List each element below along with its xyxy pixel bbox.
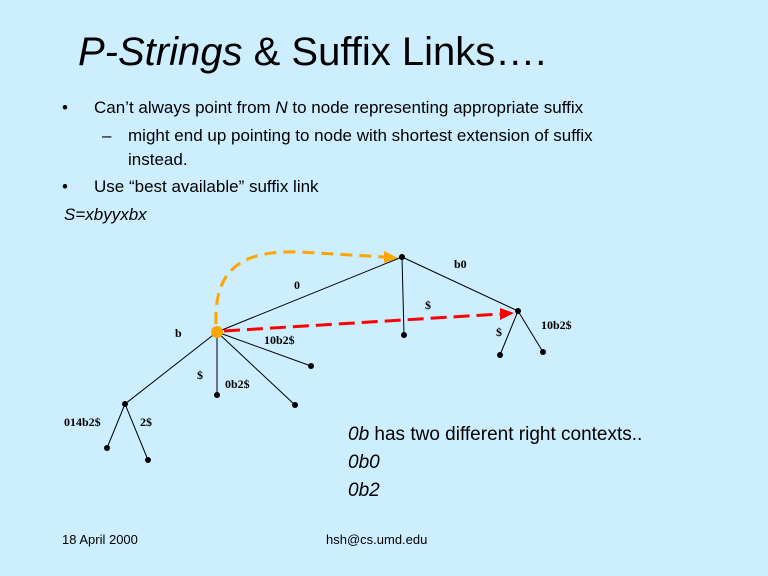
edge-label: 10b2$ [264, 333, 295, 347]
edge-label: $ [197, 368, 203, 382]
edge-label: b [175, 326, 182, 340]
slide-title: P-Strings & Suffix Links…. [78, 30, 546, 75]
edge-label: 2$ [140, 415, 152, 429]
bullet-1: Can’t always point from N to node repres… [94, 98, 583, 118]
note-line-2: 0b0 [348, 452, 380, 473]
text: to node representing appropriate suffix [287, 98, 584, 117]
orange-node [211, 326, 223, 338]
red-arrowhead [500, 308, 514, 320]
edge-label: $ [425, 298, 431, 312]
orange-arrowhead [384, 251, 398, 263]
sub-bullet-line2: instead. [128, 150, 188, 169]
edge-label: $ [496, 325, 502, 339]
orange-suffix-link-arrow [214, 250, 385, 325]
note-line-1: 0b has two different right contexts.. [348, 424, 642, 446]
edge-label: 014b2$ [64, 415, 101, 429]
string-definition: S=xbyyxbx [64, 205, 147, 224]
text: N [275, 98, 288, 117]
text: Can’t always point from [94, 98, 276, 117]
footer-email: hsh@cs.umd.edu [326, 532, 428, 547]
red-suffix-link-arrow [223, 312, 501, 333]
tree-nodes [104, 254, 546, 463]
title-rest: & Suffix Links…. [242, 30, 547, 74]
edge-label: 0 [294, 278, 300, 292]
bullet-marker: • [62, 177, 68, 196]
note-line-3: 0b2 [348, 480, 380, 501]
bullet-2: Use “best available” suffix link [94, 177, 319, 196]
edge-label: 0b2$ [225, 377, 250, 391]
text: has two different right contexts.. [369, 424, 643, 445]
edge-label: 10b2$ [541, 318, 572, 332]
sub-bullet-line1: might end up pointing to node with short… [128, 126, 593, 145]
edge-label: b0 [454, 257, 467, 271]
title-italic: P-Strings [78, 30, 243, 74]
bullet-marker: • [62, 98, 68, 117]
text: 0b [348, 424, 370, 445]
bullet-marker: – [102, 126, 112, 145]
footer-date: 18 April 2000 [62, 532, 138, 547]
tree-edges [106, 256, 544, 461]
